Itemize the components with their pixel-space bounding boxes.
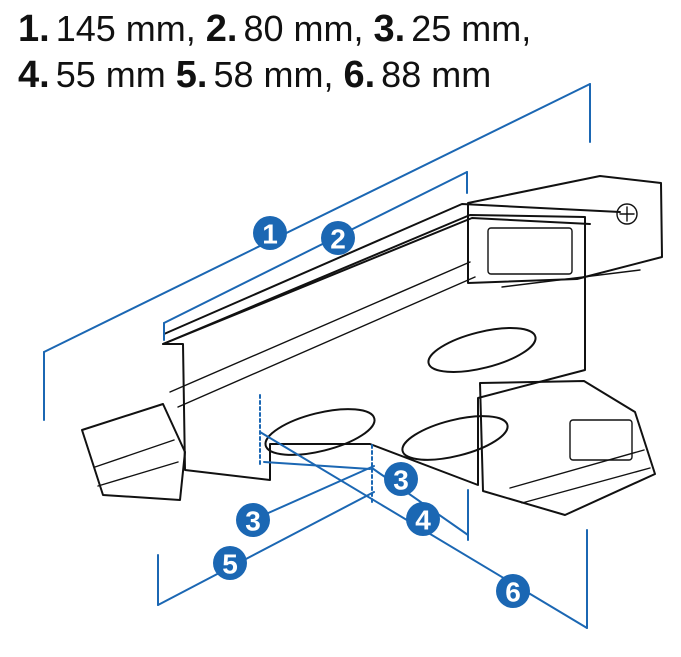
spec-item-2: 2. 80 mm,	[206, 10, 364, 48]
left-arm	[81, 403, 186, 501]
spec-item-3: 3. 25 mm,	[373, 10, 531, 48]
spec-line-1: 1. 145 mm, 2. 80 mm, 3. 25 mm,	[18, 10, 658, 56]
badge-4-label: 4	[415, 505, 431, 536]
main-body-outline	[162, 214, 586, 486]
upper-face-line	[162, 217, 591, 345]
badge-1: 1	[253, 216, 287, 250]
spec-number-1: 1.	[18, 8, 50, 50]
left-arm-rail-1	[94, 439, 175, 468]
badge-6: 6	[496, 574, 530, 608]
spec-line-2: 4. 55 mm 5. 58 mm, 6. 88 mm	[18, 56, 658, 102]
spec-number-2: 2.	[205, 8, 238, 50]
badge-3-upper-circle	[384, 462, 418, 496]
spec-number-3: 3.	[373, 8, 406, 50]
badge-1-circle	[253, 216, 287, 250]
spec-item-5: 5. 58 mm,	[176, 56, 334, 94]
spec-value-1: 145 mm,	[55, 8, 196, 49]
dimension-specs: 1. 145 mm, 2. 80 mm, 3. 25 mm, 4. 55 mm …	[18, 10, 658, 102]
dimension-lines	[43, 83, 591, 629]
badge-6-circle	[496, 574, 530, 608]
dimension-line-5	[157, 491, 375, 606]
right-upper-slot	[487, 227, 573, 275]
right-upper-rail	[501, 269, 641, 288]
spec-value-2: 80 mm,	[243, 8, 364, 49]
badge-2-label: 2	[330, 224, 346, 255]
badge-4-circle	[406, 502, 440, 536]
right-lower-rail-2	[521, 467, 651, 504]
spec-item-1: 1. 145 mm,	[18, 10, 196, 48]
lower-middle-cutout	[401, 415, 509, 461]
spec-value-4: 55 mm	[55, 54, 166, 95]
t-connector-outline	[81, 175, 663, 516]
dimension-line-3-upper	[265, 465, 375, 515]
spec-number-5: 5.	[175, 54, 208, 96]
right-lower-arm	[479, 380, 656, 516]
badge-3-lower-circle	[236, 503, 270, 537]
dimension-line-1	[43, 83, 591, 353]
badge-2: 2	[321, 221, 355, 255]
badge-1-label: 1	[262, 219, 278, 250]
badge-3-upper-label: 3	[393, 465, 409, 496]
groove-line-2	[177, 276, 476, 408]
badge-6-label: 6	[505, 577, 521, 608]
badge-5-label: 5	[222, 549, 238, 580]
spec-item-6: 6. 88 mm	[343, 56, 491, 94]
right-lower-slot	[569, 419, 633, 461]
top-ridge	[163, 203, 621, 335]
left-arm-rail-2	[97, 461, 179, 487]
badge-4: 4	[406, 502, 440, 536]
spec-value-3: 25 mm,	[411, 8, 532, 49]
badge-2-circle	[321, 221, 355, 255]
right-upper-arm	[467, 175, 663, 284]
dimension-badges: 1 2 3 3 4 5 6	[213, 216, 530, 608]
badge-5: 5	[213, 546, 247, 580]
spec-value-6: 88 mm	[381, 54, 492, 95]
spec-number-4: 4.	[18, 54, 50, 96]
badge-3-upper: 3	[384, 462, 418, 496]
badge-3-lower-label: 3	[245, 506, 261, 537]
right-lower-rail-1	[509, 449, 645, 489]
badge-5-circle	[213, 546, 247, 580]
groove-line-1	[169, 261, 471, 393]
lower-left-cutout	[264, 408, 376, 456]
dimension-line-2	[163, 171, 468, 324]
spec-item-4: 4. 55 mm	[18, 56, 166, 94]
spec-number-6: 6.	[343, 54, 376, 96]
screw-head-icon	[616, 203, 638, 225]
spec-value-5: 58 mm,	[213, 54, 334, 95]
upper-right-cutout	[427, 327, 537, 373]
badge-3-lower: 3	[236, 503, 270, 537]
